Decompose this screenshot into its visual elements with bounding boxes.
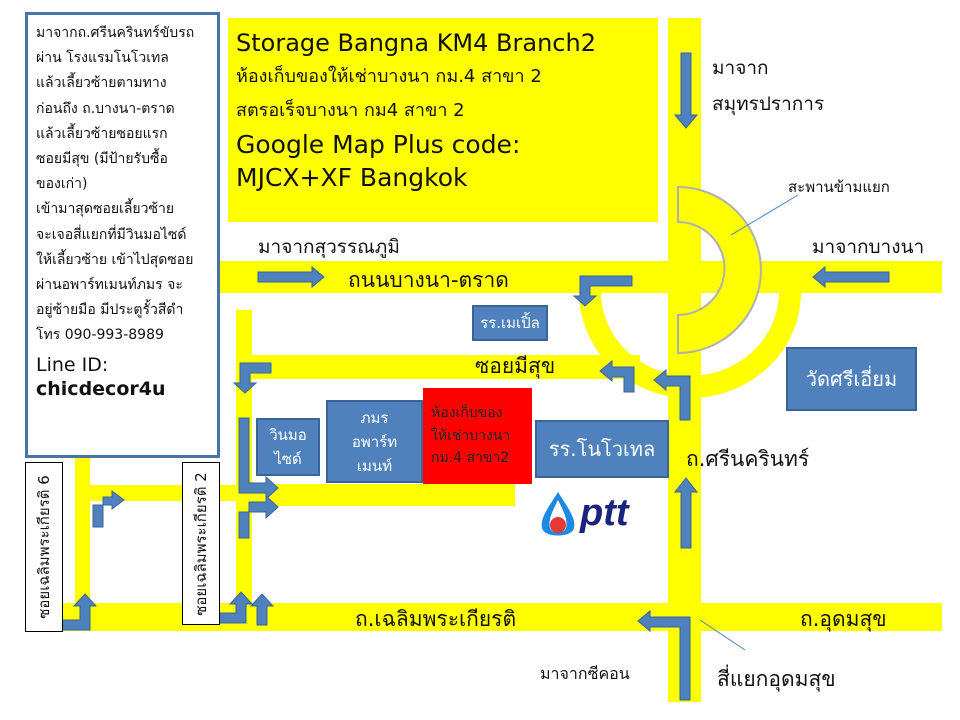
arrow-turn-left-icon bbox=[637, 609, 691, 701]
direction-line: ของเก่า) bbox=[36, 176, 88, 193]
arrow-left-icon bbox=[812, 265, 890, 289]
branch-name-th: ห้องเก็บของให้เช่าบางนา กม.4 สาขา 2 bbox=[236, 66, 542, 87]
line-id-label: Line ID: bbox=[36, 353, 109, 376]
direction-line: แล้วเลี้ยวซ้ายตามทาง bbox=[36, 75, 167, 92]
direction-line: ซอยมีสุข (มีป้ายรับซื้อ bbox=[36, 151, 168, 168]
direction-line: ผ่านอพาร์ทเมนท์ภมร จะ bbox=[36, 277, 183, 294]
motorcycle-taxi-label-1: วินมอ bbox=[269, 426, 307, 444]
pamorn-apartment: ภมร อพาร์ท เมนท์ bbox=[326, 400, 423, 483]
novotel-label: รร.โนโวเทล bbox=[548, 437, 656, 461]
srinakarin-label: ถ.ศรีนครินทร์ bbox=[686, 447, 810, 471]
plus-code-value: MJCX+XF Bangkok bbox=[236, 163, 468, 192]
plus-code-label: Google Map Plus code: bbox=[236, 130, 521, 159]
phone-number: โทร 090-993-8989 bbox=[36, 327, 164, 344]
arrow-turn-right-icon bbox=[238, 417, 279, 501]
title-box: Storage Bangna KM4 Branch2 ห้องเก็บของให… bbox=[228, 18, 658, 222]
udomsuk-pointer bbox=[699, 619, 746, 651]
arrow-turn-down-icon bbox=[572, 275, 633, 307]
from-seacon-label: มาจากซีคอน bbox=[540, 664, 630, 683]
from-samut-prakan-line1: มาจาก bbox=[712, 57, 769, 79]
ptt-flame-icon bbox=[541, 492, 575, 536]
arrow-turn-up-icon bbox=[209, 591, 254, 624]
srinakarin-road bbox=[668, 18, 701, 702]
arrow-down-icon bbox=[673, 52, 699, 129]
direction-line: มาจากถ.ศรีนครินทร์ขับรถ bbox=[36, 25, 195, 41]
direction-line: ผ่าน โรงแรมโนโวเทล bbox=[36, 50, 169, 67]
chaloem-label: ถ.เฉลิมพระเกียรติ bbox=[355, 607, 517, 631]
storage-lane bbox=[252, 484, 515, 506]
bangna-trad-label: ถนนบางนา-ตราด bbox=[348, 268, 509, 292]
maple-hotel: รร.เมเปิ้ล bbox=[472, 305, 548, 341]
branch-name-en: Storage Bangna KM4 Branch2 bbox=[236, 29, 596, 57]
direction-line: เข้ามาสุดซอยเลี้ยวซ้าย bbox=[36, 201, 175, 218]
soi-2-label: ซอยเฉลิมพระเกียรติ 2 bbox=[192, 471, 210, 616]
pamorn-label-3: เมนท์ bbox=[356, 456, 393, 475]
direction-line: ก่อนถึง ถ.บางนา-ตราด bbox=[36, 100, 175, 117]
soi-mi-suk-label: ซอยมีสุข bbox=[475, 354, 556, 378]
overpass bbox=[677, 185, 762, 355]
direction-line: จะเจอสี่แยกที่มีวินมอไซด์ bbox=[36, 226, 187, 243]
maple-hotel-label: รร.เมเปิ้ล bbox=[480, 314, 540, 332]
pamorn-label-1: ภมร bbox=[360, 408, 389, 427]
arrow-turn-right-icon bbox=[92, 490, 125, 528]
wat-si-iam-label: วัดศรีเอี่ยม bbox=[805, 367, 898, 391]
from-bangna-label: มาจากบางนา bbox=[812, 236, 925, 258]
from-suvarnabhumi-label: มาจากสุวรรณภูมิ bbox=[258, 236, 400, 258]
directions-box: มาจากถ.ศรีนครินทร์ขับรถ ผ่าน โรงแรมโนโวเ… bbox=[25, 12, 220, 458]
from-samut-prakan-label: มาจาก สมุทรปราการ bbox=[712, 50, 824, 122]
wat-si-iam: วัดศรีเอี่ยม bbox=[786, 347, 917, 411]
novotel-hotel: รร.โนโวเทล bbox=[535, 420, 669, 478]
storage-label-1: ห้องเก็บของ bbox=[431, 405, 503, 422]
ptt-logo: ptt bbox=[538, 490, 658, 542]
arrow-up-icon bbox=[249, 593, 275, 626]
ptt-wordmark: ptt bbox=[580, 492, 629, 534]
arrow-turn-left-icon bbox=[599, 359, 635, 393]
arrow-turn-down-icon bbox=[232, 362, 272, 394]
soi-6-sign: ซอยเฉลิมพระเกียรติ 6 bbox=[25, 462, 63, 632]
soi-2-sign: ซอยเฉลิมพระเกียรติ 2 bbox=[182, 462, 220, 625]
from-samut-prakan-line2: สมุทรปราการ bbox=[712, 93, 825, 115]
branch-name-th-alt: สตรอเร็จบางนา กม4 สาขา 2 bbox=[236, 100, 465, 121]
storage-label-3: กม.4 สาขา2 bbox=[431, 450, 510, 467]
storage-location: ห้องเก็บของ ให้เช่าบางนา กม.4 สาขา2 bbox=[423, 388, 532, 484]
direction-arrows bbox=[54, 52, 890, 701]
arrow-turn-right-icon bbox=[238, 494, 279, 539]
pamorn-label-2: อพาร์ท bbox=[351, 432, 398, 451]
udomsuk-road-label: ถ.อุดมสุข bbox=[800, 607, 887, 631]
arrow-turn-left-icon bbox=[653, 368, 691, 421]
overpass-label: สะพานข้ามแยก bbox=[788, 178, 890, 196]
soi-6-label: ซอยเฉลิมพระเกียรติ 6 bbox=[35, 475, 53, 619]
line-id-value: chicdecor4u bbox=[36, 377, 166, 400]
storage-label-2: ให้เช่าบางนา bbox=[431, 427, 511, 444]
motorcycle-taxi-stand: วินมอ ไซด์ bbox=[256, 418, 320, 476]
soi-6-road bbox=[75, 440, 90, 620]
direction-line: อยู่ซ้ายมือ มีประตูรั้วสีดำ bbox=[36, 302, 184, 319]
arrow-up-icon bbox=[673, 477, 699, 549]
direction-line: แล้วเลี้ยวซ้ายซอยแรก bbox=[36, 125, 168, 142]
soi-mi-suk bbox=[250, 355, 640, 379]
motorcycle-taxi-label-2: ไซด์ bbox=[274, 450, 302, 468]
overpass-pointer bbox=[730, 194, 799, 236]
direction-line: ให้เลี้ยวซ้าย เข้าไปสุดซอย bbox=[36, 251, 194, 268]
arrow-turn-up-icon bbox=[54, 593, 98, 631]
udomsuk-junction-label: สี่แยกอุดมสุข bbox=[717, 667, 836, 691]
arrow-right-icon bbox=[257, 265, 325, 289]
